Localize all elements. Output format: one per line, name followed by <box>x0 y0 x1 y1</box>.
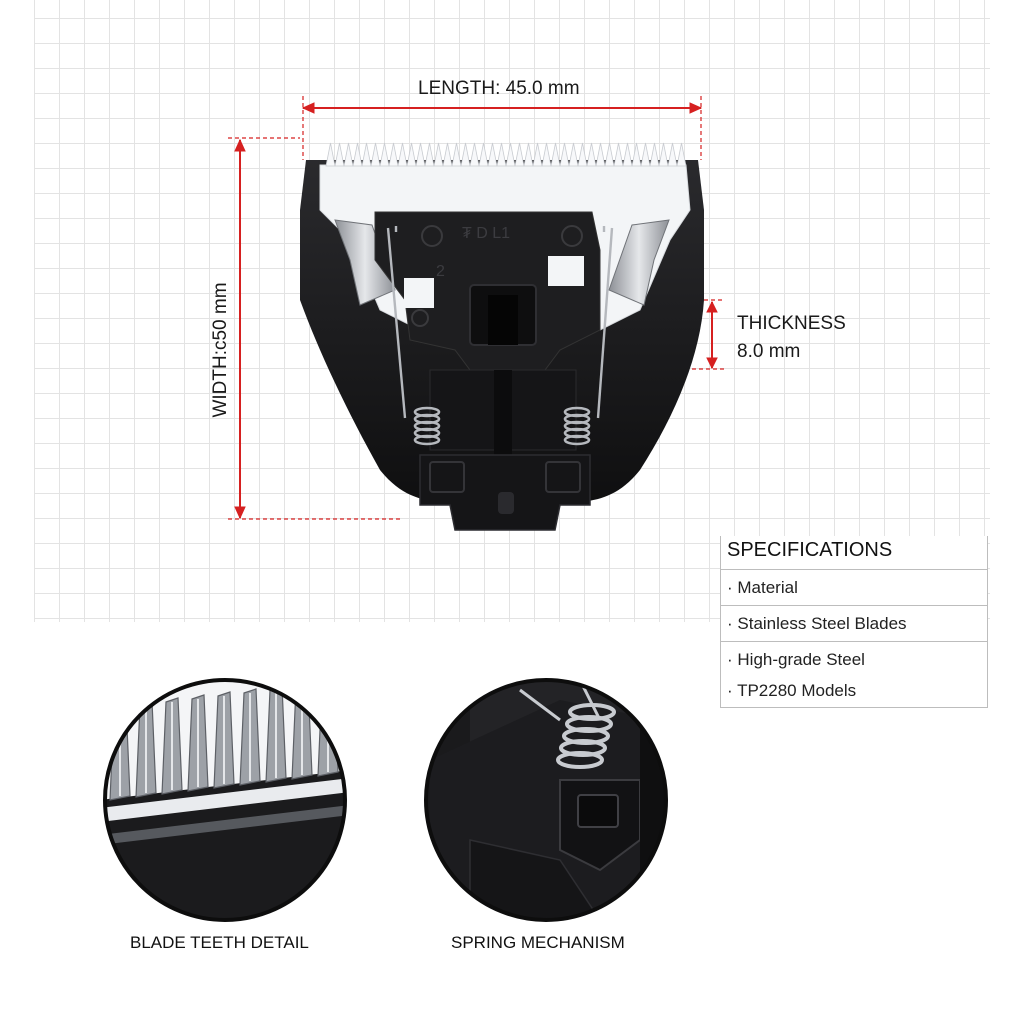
blade-tooth <box>352 142 363 167</box>
specifications-table: SPECIFICATIONS · Material · Stainless St… <box>720 536 988 708</box>
length-dimension <box>301 96 703 160</box>
right-spring <box>563 226 614 446</box>
blade-tooth <box>514 142 525 167</box>
blade-tooth <box>586 142 597 167</box>
blade-teeth <box>325 142 687 167</box>
left-spring <box>386 226 441 446</box>
length-label: LENGTH: 45.0 mm <box>418 78 580 99</box>
blade-tooth <box>397 142 408 167</box>
thickness-label-title: THICKNESS <box>737 313 846 334</box>
thickness-label: THICKNESS 8.0 mm <box>737 310 846 366</box>
blade-tooth <box>676 142 687 167</box>
blade-tooth <box>442 142 453 167</box>
blade-tooth <box>469 142 480 167</box>
blade-tooth <box>460 142 471 167</box>
blade-teeth-detail <box>103 678 347 922</box>
blade-tooth <box>343 142 354 167</box>
blade-tooth <box>622 142 633 167</box>
part-code-marking: ₮ D L1 <box>462 225 510 242</box>
width-dimension <box>228 137 400 520</box>
blade-tooth <box>640 142 651 167</box>
blade-tooth <box>649 142 660 167</box>
blade-tooth <box>325 142 336 167</box>
blade-tooth <box>550 142 561 167</box>
blade-tooth <box>532 142 543 167</box>
blade-tooth <box>595 142 606 167</box>
blade-tooth <box>568 142 579 167</box>
blade-tooth <box>667 142 678 167</box>
blade-tooth <box>541 142 552 167</box>
blade-tooth <box>334 142 345 167</box>
blade-tooth <box>406 142 417 167</box>
part-number-marking: 2 <box>436 263 445 280</box>
blade-tooth <box>523 142 534 167</box>
spring-coil <box>563 434 591 446</box>
blade-tooth <box>658 142 669 167</box>
blade-tooth <box>559 142 570 167</box>
blade-tooth <box>370 142 381 167</box>
blade-tooth <box>478 142 489 167</box>
blade-teeth-caption: BLADE TEETH DETAIL <box>130 933 309 952</box>
blade-tooth <box>424 142 435 167</box>
clipper-blade <box>300 142 704 531</box>
blade-tooth <box>604 142 615 167</box>
width-label: WIDTH:ϲ50 mm <box>210 282 231 418</box>
spring-mechanism-detail <box>424 678 668 922</box>
specifications-title: SPECIFICATIONS <box>721 536 987 570</box>
blade-tooth <box>451 142 462 167</box>
blade-tooth <box>613 142 624 167</box>
blade-tooth <box>415 142 426 167</box>
blade-tooth <box>379 142 390 167</box>
blade-tooth <box>505 142 516 167</box>
spec-item-blades: · Stainless Steel Blades <box>721 606 987 642</box>
blade-tooth <box>433 142 444 167</box>
spec-item-steel: · High-grade Steel <box>727 650 865 669</box>
blade-tooth <box>496 142 507 167</box>
blade-tooth <box>361 142 372 167</box>
blade-tooth <box>388 142 399 167</box>
spring-mechanism-caption: SPRING MECHANISM <box>451 933 625 952</box>
detail-spring-coil <box>556 751 604 769</box>
blade-tooth <box>487 142 498 167</box>
spec-item-material: · Material <box>721 570 987 606</box>
spring-coil <box>413 434 441 446</box>
spec-item-models: · TP2280 Models <box>727 681 857 700</box>
thickness-label-value: 8.0 mm <box>737 341 801 362</box>
blade-tooth <box>631 142 642 167</box>
blade-tooth <box>577 142 588 167</box>
